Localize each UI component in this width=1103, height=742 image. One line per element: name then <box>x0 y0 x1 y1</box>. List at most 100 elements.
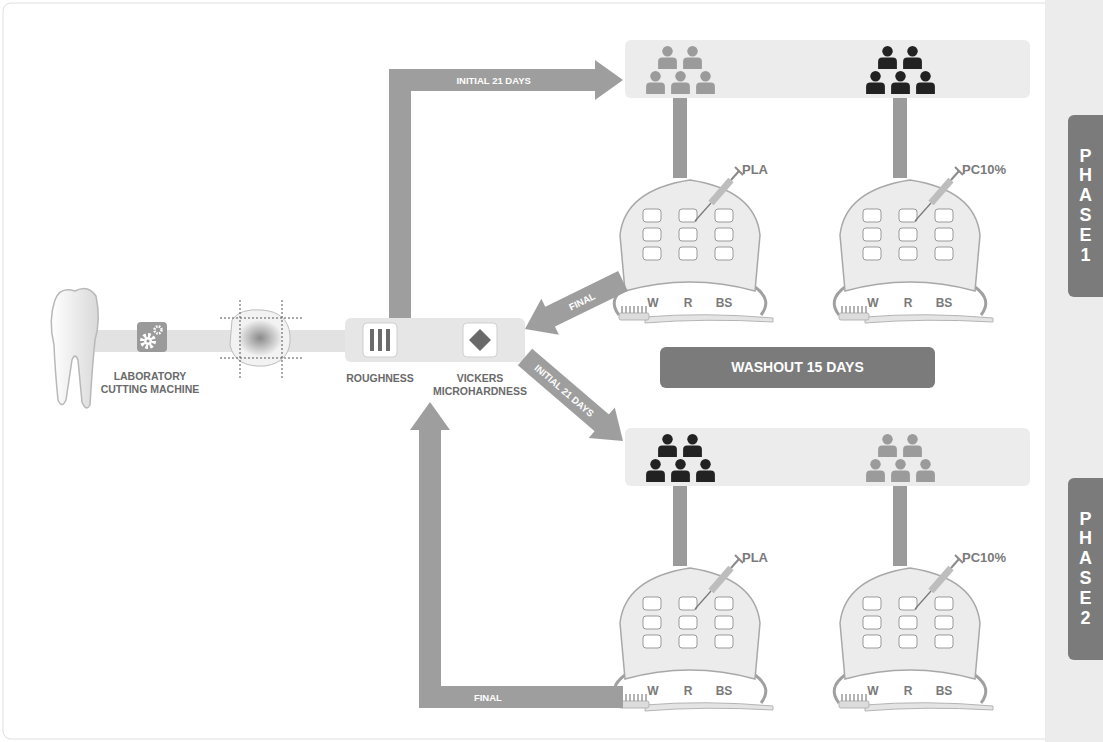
measurement-box-part <box>378 329 382 351</box>
node-text: VICKERS MICROHARDNESS <box>431 372 529 397</box>
specimen-part-part <box>220 358 302 359</box>
palatal-appliance <box>614 555 773 711</box>
participant-group-part <box>878 46 897 69</box>
participant-group-part <box>658 434 677 457</box>
flow-arrow <box>525 357 623 441</box>
phase-tab: PHASE 1 <box>1068 115 1103 297</box>
arrow-shaft <box>548 281 623 318</box>
arrow-head <box>595 60 623 100</box>
node-text: WASHOUT 15 DAYS <box>731 359 864 376</box>
node-text: BS <box>924 684 964 698</box>
phase-1-panel <box>614 40 1030 323</box>
sidebar <box>1045 0 1103 742</box>
participant-group-part <box>866 71 885 94</box>
phase-2-panel-part <box>893 486 907 566</box>
node-text: PHASE 1 <box>1078 147 1094 266</box>
node-text: W <box>633 684 673 698</box>
measurement-box-part <box>463 323 497 357</box>
frame <box>3 3 1100 739</box>
edge-label: FINAL <box>474 692 502 703</box>
node-text: R <box>888 296 928 310</box>
node-text: PC10% <box>962 550 1006 566</box>
participant-group-part <box>866 459 885 482</box>
node-text: W <box>633 296 673 310</box>
participant-group-part <box>658 46 677 69</box>
specimen-part-part <box>282 300 283 378</box>
node-text: ROUGHNESS <box>345 372 415 385</box>
measurement-box <box>345 318 525 362</box>
participant-group <box>646 46 715 94</box>
participant-group-part <box>878 434 897 457</box>
measurement-box-part <box>363 323 397 357</box>
specimen-part <box>220 300 302 378</box>
participant-group <box>646 434 715 482</box>
node-text: PHASE 2 <box>1078 510 1094 629</box>
arrow-shaft <box>430 427 623 697</box>
flow-arrow <box>410 402 623 697</box>
cutting-machine-icon-part <box>144 337 152 345</box>
participant-group <box>866 434 935 482</box>
measurement-box-part <box>469 329 491 351</box>
participant-group <box>866 46 935 94</box>
arrow-head <box>525 299 559 335</box>
machine-label: LABORATORY CUTTING MACHINE <box>100 318 200 402</box>
participant-group-part <box>671 459 690 482</box>
arrow-shaft <box>525 357 604 425</box>
participant-group-part <box>696 459 715 482</box>
tooth-part <box>51 288 98 407</box>
phase-tab: PHASE 2 <box>1068 478 1103 660</box>
specimen-part-part <box>220 318 302 319</box>
process-band <box>95 330 350 352</box>
specimen-part-part <box>240 300 241 378</box>
node-text: BS <box>704 296 744 310</box>
measurement-box-part <box>370 329 374 351</box>
specimen-part <box>238 320 282 356</box>
phase-1-panel-part <box>625 40 1030 98</box>
node-text: BS <box>704 684 744 698</box>
group-column: PLA WRBS <box>623 40 813 335</box>
node-text: PLA <box>742 550 768 566</box>
node-text: R <box>668 684 708 698</box>
node-text: R <box>668 296 708 310</box>
node-text: W <box>853 296 893 310</box>
node-text: R <box>888 684 928 698</box>
participant-group-part <box>916 459 935 482</box>
participant-group-part <box>683 434 702 457</box>
palatal-appliance <box>614 167 773 323</box>
participant-group-part <box>646 71 665 94</box>
flow-arrow <box>400 60 623 318</box>
cutting-machine-icon-part <box>155 327 162 334</box>
measurement-node: ROUGHNESSVICKERS MICROHARDNESS <box>345 318 525 402</box>
cutting-machine-icon-part <box>157 329 159 331</box>
cutting-machine-icon-part <box>137 322 167 352</box>
phase-1-panel-part <box>673 98 687 178</box>
palatal-appliance <box>834 555 993 711</box>
specimen <box>220 300 302 378</box>
participant-group-part <box>683 46 702 69</box>
phase-2-panel-part <box>625 428 1030 486</box>
participant-group-part <box>903 434 922 457</box>
node-text: W <box>853 684 893 698</box>
participant-group-part <box>891 71 910 94</box>
node-text: PLA <box>742 162 768 178</box>
measurement-box-part <box>345 318 525 362</box>
tooth <box>51 288 98 407</box>
participant-group-part <box>891 459 910 482</box>
arrow-shaft <box>400 80 598 318</box>
washout-box: WASHOUT 15 DAYS <box>660 347 935 388</box>
participant-group-part <box>696 71 715 94</box>
measurement-box-part <box>386 329 390 351</box>
arrow-head <box>410 402 450 430</box>
flow-arrow <box>525 281 623 335</box>
group-column: PC10% WRBS <box>843 40 1033 335</box>
cutting-machine-icon <box>137 322 167 352</box>
cutting-machine-icon-part <box>142 335 154 347</box>
group-column: PLA WRBS <box>623 428 813 728</box>
participant-group-part <box>671 71 690 94</box>
node-text: PC10% <box>962 162 1006 178</box>
node-text: BS <box>924 296 964 310</box>
participant-group-part <box>646 459 665 482</box>
node-text: LABORATORY CUTTING MACHINE <box>100 370 200 395</box>
group-column: PC10% WRBS <box>843 428 1033 728</box>
edge-label: INITIAL 21 DAYS <box>456 75 530 86</box>
